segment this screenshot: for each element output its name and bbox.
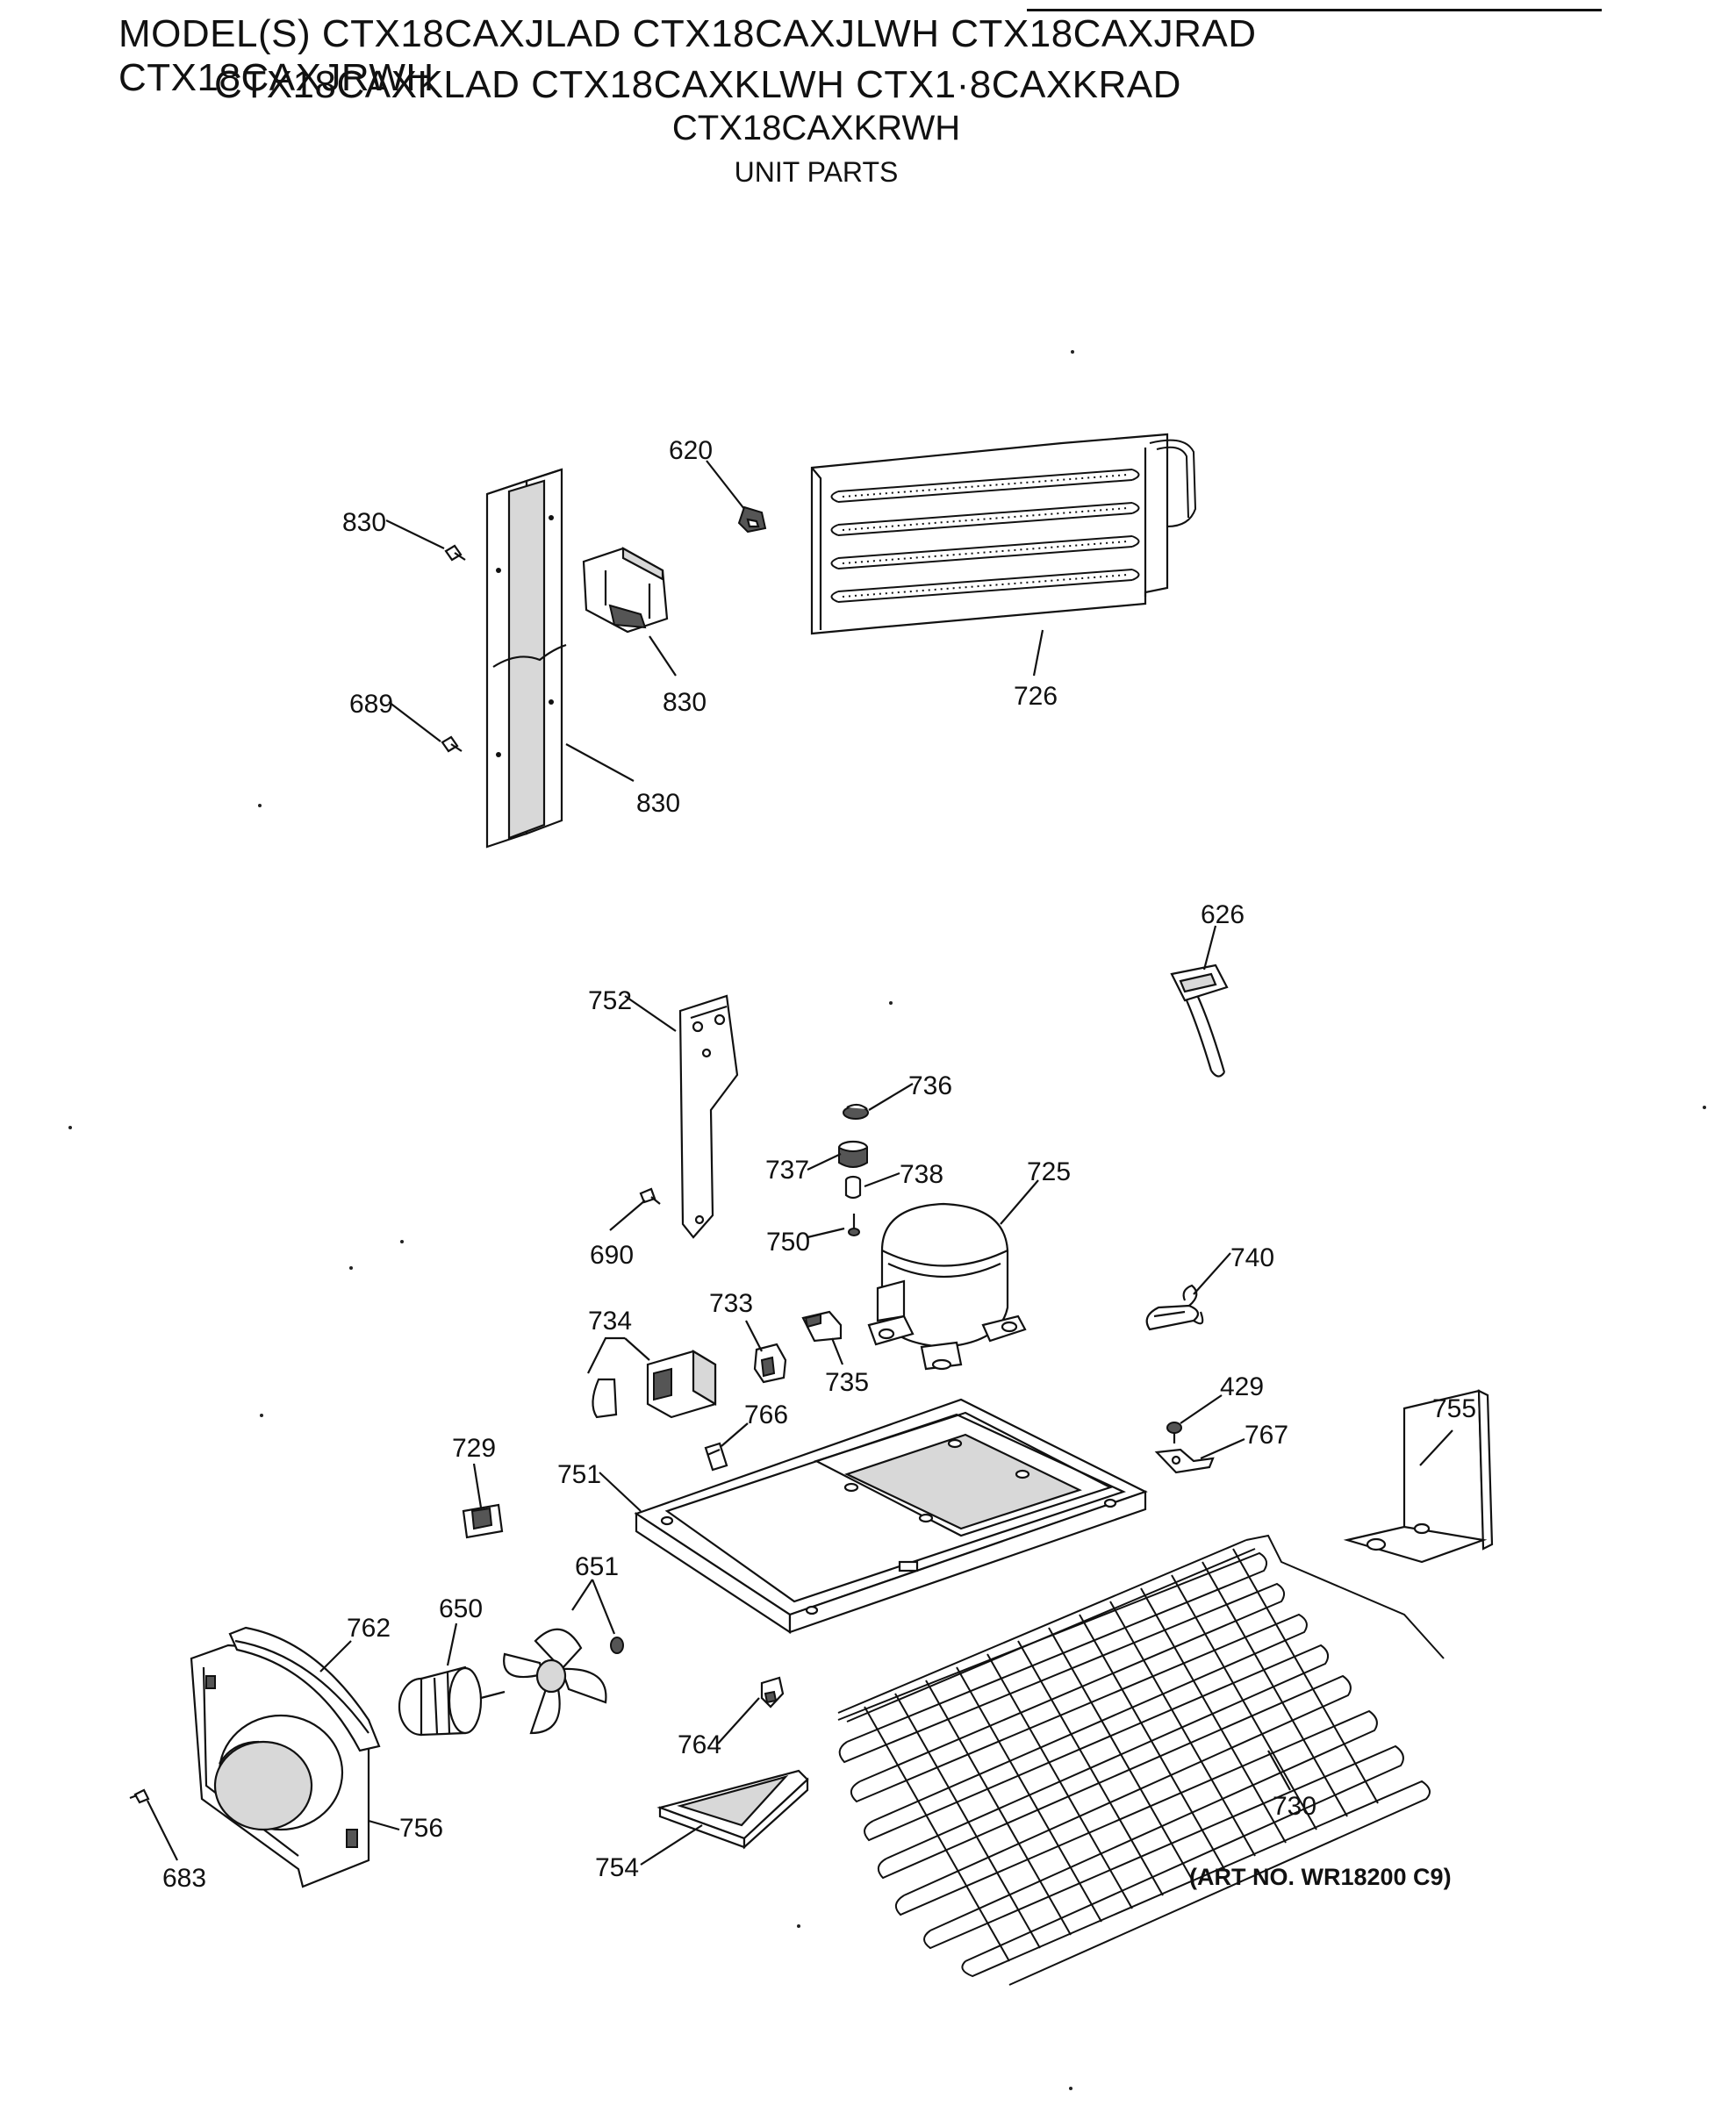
part-730-condenser-coil [837, 1534, 1445, 1986]
part-650-fan-motor [398, 1665, 506, 1737]
part-734-relay [592, 1350, 717, 1419]
callout-764: 764 [678, 1730, 721, 1759]
callout-767: 767 [1245, 1421, 1288, 1450]
callout-830-channel: 830 [636, 789, 680, 818]
callout-738: 738 [900, 1160, 943, 1189]
model-list-line-1: MODEL(S) CTX18CAXJLAD CTX18CAXJLWH CTX18… [118, 12, 1257, 99]
part-755-bracket [1343, 1389, 1494, 1564]
callout-650: 650 [439, 1594, 483, 1623]
callout-733: 733 [709, 1289, 753, 1318]
part-738-sleeve [844, 1175, 862, 1200]
part-651-fan-blade [503, 1628, 624, 1735]
model-list-line-3: CTX18CAXKRWH [671, 109, 961, 147]
part-736-clip [843, 1103, 869, 1120]
callout-690: 690 [590, 1241, 634, 1270]
callout-683: 683 [162, 1864, 206, 1893]
part-620-clip [737, 505, 767, 534]
part-752-bracket [678, 994, 739, 1239]
callout-737: 737 [765, 1156, 809, 1185]
part-737-grommet [837, 1140, 869, 1168]
part-735-clip [801, 1310, 843, 1343]
callout-726: 726 [1014, 682, 1058, 711]
part-750-stud [848, 1214, 860, 1236]
part-689-screw [441, 735, 463, 753]
callout-754: 754 [595, 1853, 639, 1882]
callout-740: 740 [1230, 1243, 1274, 1272]
callout-755: 755 [1432, 1394, 1476, 1423]
leader-lines [147, 460, 1453, 1866]
part-683-screw [129, 1788, 150, 1804]
callout-752: 752 [588, 986, 632, 1015]
part-626-power-cord [1170, 963, 1229, 1078]
callout-730: 730 [1273, 1792, 1316, 1821]
part-762-baffle [228, 1626, 381, 1752]
diagram-subtitle: UNIT PARTS [734, 156, 899, 188]
callout-620: 620 [669, 436, 713, 465]
callout-762: 762 [347, 1614, 391, 1643]
callout-756: 756 [399, 1814, 443, 1843]
callout-labels: 830 620 830 726 689 830 626 752 736 737 … [162, 436, 1476, 1893]
header-rule [1027, 9, 1602, 11]
callout-689: 689 [349, 690, 393, 719]
callout-429: 429 [1220, 1372, 1264, 1401]
part-690-screw [639, 1187, 661, 1205]
part-751-base-pan [634, 1398, 1148, 1635]
part-766-clip [704, 1442, 728, 1472]
part-764-clip [760, 1676, 785, 1708]
callout-729: 729 [452, 1434, 496, 1463]
part-830-bracket [582, 547, 669, 634]
callout-651: 651 [575, 1552, 619, 1581]
callout-725: 725 [1027, 1157, 1071, 1186]
part-429-screw [1166, 1422, 1182, 1443]
scan-specks [68, 350, 1706, 2090]
coil-wire-fins [864, 1548, 1379, 1962]
callout-736: 736 [908, 1071, 952, 1100]
callout-830-screw: 830 [342, 508, 386, 537]
part-726-condenser [810, 433, 1197, 635]
part-754-drain-pan [656, 1769, 809, 1850]
callout-751: 751 [557, 1460, 601, 1489]
part-740-wire-clip [1145, 1284, 1204, 1331]
part-733-overload [753, 1343, 787, 1384]
callout-735: 735 [825, 1368, 869, 1397]
callout-626: 626 [1201, 900, 1245, 929]
part-830-screw [444, 544, 466, 562]
callout-766: 766 [744, 1400, 788, 1429]
part-725-compressor [867, 1202, 1027, 1371]
callout-750: 750 [766, 1228, 810, 1257]
part-767-clip [1154, 1448, 1215, 1474]
condenser-fin-rows [830, 469, 1140, 603]
coil-tubes [837, 1551, 1431, 1986]
callout-830-bracket: 830 [663, 688, 707, 717]
callout-734: 734 [588, 1307, 632, 1336]
part-830-channel [485, 468, 567, 849]
part-756-fan-shroud [190, 1644, 370, 1888]
model-list-line-2: CTX18CAXKLAD CTX18CAXKLWH CTX1·8CAXKRAD [214, 63, 1181, 106]
art-number: (ART NO. WR18200 C9) [1189, 1864, 1452, 1890]
part-729-part [462, 1503, 504, 1539]
